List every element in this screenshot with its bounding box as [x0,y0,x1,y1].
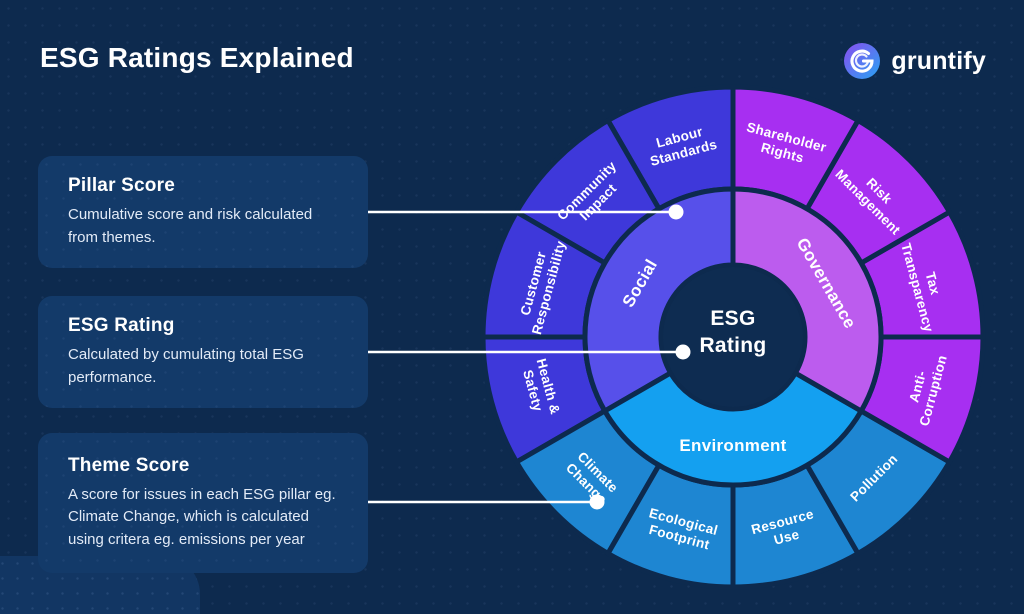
esg-rating-center-circle [663,267,803,407]
card-esg-rating-title: ESG Rating [68,315,175,336]
card-theme-score-body: A score for issues in each ESG pillar eg… [68,485,336,548]
card-esg-rating-body: Calculated by cumulating total ESG perfo… [68,346,304,386]
card-pillar-score: Pillar Score Cumulative score and risk c… [38,156,368,268]
page-title: ESG Ratings Explained [40,42,354,73]
card-pillar-score-title: Pillar Score [68,175,175,196]
gruntify-logo-icon [843,42,881,80]
connector-esg-rating-dot [675,344,691,360]
card-theme-score: Theme Score A score for issues in each E… [38,433,368,573]
connector-theme-score-dot [589,494,605,510]
connector-pillar-score-dot [668,204,684,220]
pillar-sector-social [582,186,736,414]
pillar-label-environment: Environment [679,436,786,455]
card-theme-score-title: Theme Score [68,454,190,476]
gruntify-logo: gruntify [843,42,986,80]
pillar-sector-environment [602,370,864,488]
card-esg-rating: ESG Rating Calculated by cumulating tota… [38,296,368,408]
card-pillar-score-body: Cumulative score and risk calculated fro… [68,206,313,246]
pillar-sector-governance [730,186,884,414]
gruntify-logo-text: gruntify [891,46,986,75]
